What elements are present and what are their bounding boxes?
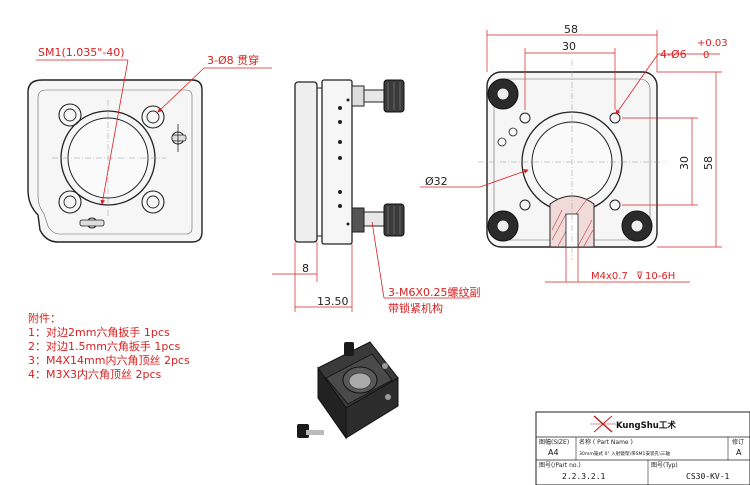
type-value: CS30-KV-1 <box>686 472 730 481</box>
note-item-4: 4：M3X3内六角顶丝 2pcs <box>28 368 162 381</box>
side-back-plate <box>321 79 353 245</box>
title-block: KungShu工术 图幅(SIZE) A4 名称 ( Part Name ) 3… <box>535 411 750 485</box>
dim-30-width: 30 <box>562 40 576 53</box>
tolerance-zero: 0 <box>703 50 709 61</box>
accessories-notes: 附件： 1：对边2mm六角扳手 1pcs 2：对边1.5mm六角扳手 1pcs … <box>28 312 190 382</box>
front-view: SM1(1.035"-40) 3-Ø8 贯穿 <box>27 46 272 243</box>
dim-58-height: 58 <box>702 156 715 170</box>
side-front-plate <box>294 81 318 243</box>
front-lock-screw-right <box>171 124 187 152</box>
back-view: 58 30 30 58 4-Ø6 +0.03 0 Ø32 M4x0.7 ⊽ 10… <box>420 23 728 283</box>
tap-depth-label: 10-6H <box>645 271 675 282</box>
lock-mechanism-label: 带锁紧机构 <box>388 301 443 315</box>
tolerance-plus: +0.03 <box>697 38 728 49</box>
top-adjuster-screw <box>351 79 405 113</box>
side-plate-holes <box>338 98 350 226</box>
brand-name: KungShu工术 <box>616 420 676 431</box>
notes-title: 附件： <box>28 312 61 325</box>
tap-size-label: M4x0.7 <box>591 271 628 282</box>
size-value: A4 <box>548 448 559 457</box>
revision-value: A <box>736 448 742 457</box>
part-name-value: 30mm笼式 0° 入射镜架\带SM1安装孔\三轴 <box>579 450 670 457</box>
part-no-header: 图号(/Part no.) <box>539 462 581 469</box>
note-item-3: 3：M4X14mm内六角顶丝 2pcs <box>28 354 190 367</box>
type-header: 图号(Typ) <box>651 462 678 469</box>
dim-30-height: 30 <box>678 156 691 170</box>
note-item-1: 1：对边2mm六角扳手 1pcs <box>28 326 170 339</box>
screw-spec-label: 3-M6X0.25螺纹副 <box>388 285 481 299</box>
cage-hole-label: 4-Ø6 <box>660 48 687 61</box>
tap-depth-symbol: ⊽ <box>636 271 643 282</box>
dim-8: 8 <box>302 262 309 275</box>
sm1-thread-label: SM1(1.035"-40) <box>38 46 125 59</box>
part-name-header: 名称 ( Part Name ) <box>579 438 633 446</box>
side-view: 8 13.50 3-M6X0.25螺纹副 带锁紧机构 <box>272 79 481 315</box>
through-hole-label: 3-Ø8 贯穿 <box>207 53 259 67</box>
size-header: 图幅(SIZE) <box>539 438 569 446</box>
note-item-2: 2：对边1.5mm六角扳手 1pcs <box>28 340 181 353</box>
front-plate-inner-edge <box>37 89 193 235</box>
revision-header: 修订 <box>732 438 744 446</box>
dim-58-width: 58 <box>564 23 578 36</box>
isometric-render <box>297 341 399 440</box>
front-lock-screw-bottom <box>79 217 105 229</box>
back-corner-adjusters <box>487 78 653 242</box>
back-cage-holes <box>519 112 621 211</box>
bore-diameter-label: Ø32 <box>425 175 448 188</box>
front-holes <box>58 103 165 214</box>
bottom-adjuster-screw <box>351 203 405 237</box>
part-no-value: 2.2.3.2.1 <box>562 472 606 481</box>
back-side-screws <box>497 127 518 147</box>
brand-logo <box>590 415 616 433</box>
dim-13-50: 13.50 <box>317 295 349 308</box>
